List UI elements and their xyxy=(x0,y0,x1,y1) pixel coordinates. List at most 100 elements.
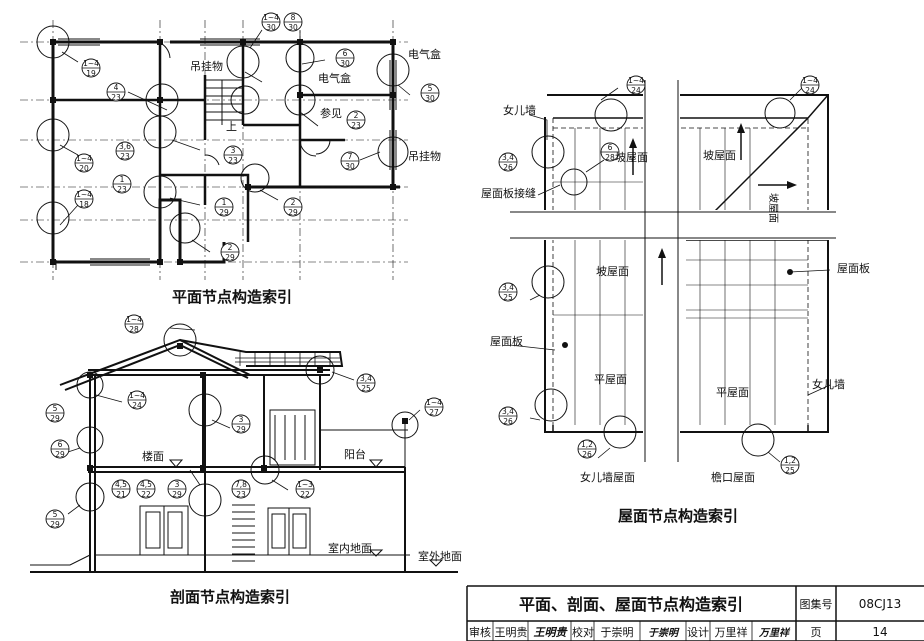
plan-index-14: 129 xyxy=(214,197,234,217)
roof-label-panel-left: 屋面板 xyxy=(490,334,523,348)
section-index-6-sheet: 29 xyxy=(236,425,246,434)
plan-index-6: 423 xyxy=(106,82,126,102)
plan-index-10-detail: 7 xyxy=(348,152,353,161)
plan-index-8-sheet: 23 xyxy=(120,152,130,161)
plan-index-1-detail: 1~4 xyxy=(83,59,99,68)
section-index-11-sheet: 23 xyxy=(236,490,246,499)
plan-index-8: 3,623 xyxy=(115,141,135,161)
title-block xyxy=(466,585,924,641)
title-block-designer: 万里祥 xyxy=(715,625,748,639)
section-index-10-detail: 3 xyxy=(175,480,180,489)
plan-label-elec-box-a: 电气盒 xyxy=(408,47,441,61)
roof-index-3-sheet: 26 xyxy=(503,163,513,172)
section-index-12: 1~322 xyxy=(295,479,315,499)
section-index-10: 329 xyxy=(167,479,187,499)
roof-label-flat-b: 平屋面 xyxy=(716,386,749,399)
plan-index-9: 323 xyxy=(223,145,243,165)
title-block-reviewer-signature: 王明贵 xyxy=(534,626,569,639)
roof-index-2: 1~424 xyxy=(800,75,820,95)
plan-index-3: 830 xyxy=(283,12,303,32)
roof-index-5-detail: 3,4 xyxy=(502,283,514,292)
plan-index-13-detail: 1~4 xyxy=(76,190,92,199)
plan-index-10: 730 xyxy=(340,151,360,171)
plan-index-4: 630 xyxy=(335,48,355,68)
plan-label-hanger-a: 吊挂物 xyxy=(190,59,223,73)
plan-index-4-sheet: 30 xyxy=(340,59,350,68)
section-index-2-detail: 3,4 xyxy=(360,374,372,383)
section-index-symbols: 1~4283,4251~4245291~4273296294,5214,5223… xyxy=(45,314,444,529)
roof-index-8-sheet: 25 xyxy=(785,466,795,475)
plan-index-9-detail: 3 xyxy=(231,146,236,155)
title-block-atlas-no: 08CJ13 xyxy=(859,597,901,611)
roof-index-7-detail: 1,2 xyxy=(581,440,593,449)
plan-index-15-sheet: 29 xyxy=(288,208,298,217)
roof-label-parapet-roof: 女儿墙屋面 xyxy=(580,470,635,484)
section-label-balcony: 阳台 xyxy=(344,447,366,461)
plan-index-16-sheet: 29 xyxy=(225,253,235,262)
roof-index-8: 1,225 xyxy=(780,455,800,475)
section-index-2-sheet: 25 xyxy=(361,384,371,393)
title-block-design-label: 设计 xyxy=(687,626,709,639)
plan-index-2-detail: 1~4 xyxy=(263,13,279,22)
plan-index-13-sheet: 18 xyxy=(79,200,89,209)
roof-label-panel-right: 屋面板 xyxy=(837,261,870,275)
plan-index-13: 1~418 xyxy=(74,189,94,209)
title-block-review-label: 审核 xyxy=(469,625,491,639)
section-index-11-detail: 7,8 xyxy=(235,480,247,489)
roof-index-5-sheet: 25 xyxy=(503,293,513,302)
plan-label-elec-box-b: 电气盒 xyxy=(318,71,351,85)
section-index-7-detail: 6 xyxy=(58,440,63,449)
title-block-page-label: 页 xyxy=(811,626,822,639)
section-label-outdoor: 室外地面 xyxy=(418,549,462,563)
section-index-8-sheet: 21 xyxy=(116,490,126,499)
plan-index-12-sheet: 23 xyxy=(117,185,127,194)
plan-index-6-sheet: 23 xyxy=(111,93,121,102)
section-index-4-detail: 5 xyxy=(53,404,58,413)
plan-index-7-sheet: 23 xyxy=(351,121,361,130)
plan-index-10-sheet: 30 xyxy=(345,162,355,171)
roof-label-eave-roof: 檐口屋面 xyxy=(711,470,755,484)
title-block-page-no: 14 xyxy=(872,625,887,639)
section-title: 剖面节点构造索引 xyxy=(170,588,290,606)
roof-index-4-detail: 6 xyxy=(608,143,613,152)
plan-index-11-sheet: 20 xyxy=(79,164,89,173)
roof-index-1: 1~424 xyxy=(626,75,646,95)
section-index-8-detail: 4,5 xyxy=(115,480,127,489)
section-index-4: 529 xyxy=(45,403,65,423)
title-block-reviewer: 王明贵 xyxy=(495,626,528,639)
section-index-13-sheet: 29 xyxy=(50,520,60,529)
plan-index-6-detail: 4 xyxy=(114,83,119,92)
plan-index-15: 229 xyxy=(283,197,303,217)
plan-index-4-detail: 6 xyxy=(343,49,348,58)
roof-label-slope-c: 坡屋面 xyxy=(596,265,629,278)
roof-index-4-sheet: 28 xyxy=(605,153,615,162)
plan-index-9-sheet: 23 xyxy=(228,156,238,165)
section-index-9: 4,522 xyxy=(136,479,156,499)
plan-index-5: 530 xyxy=(420,83,440,103)
roof-index-2-detail: 1~4 xyxy=(802,76,818,85)
plan-label-up: 上 xyxy=(226,120,237,133)
section-label-floor: 楼面 xyxy=(142,449,164,463)
roof-index-7: 1,226 xyxy=(577,439,597,459)
title-block-designer-signature: 万里祥 xyxy=(758,627,791,639)
plan-index-1: 1~419 xyxy=(81,58,101,78)
plan-index-12: 123 xyxy=(112,174,132,194)
plan-index-16: 229 xyxy=(220,242,240,262)
section-index-7-sheet: 29 xyxy=(55,450,65,459)
section-index-9-detail: 4,5 xyxy=(140,480,152,489)
section-index-1-sheet: 28 xyxy=(129,325,139,334)
roof-index-5: 3,425 xyxy=(498,282,518,302)
plan-index-1-sheet: 19 xyxy=(86,69,96,78)
plan-index-3-detail: 8 xyxy=(291,13,296,22)
roof-label-parapet-top: 女儿墙 xyxy=(503,103,536,117)
section-index-5-sheet: 27 xyxy=(429,408,439,417)
title-block-title: 平面、剖面、屋面节点构造索引 xyxy=(519,595,743,614)
section-index-11: 7,823 xyxy=(231,479,251,499)
roof-index-8-detail: 1,2 xyxy=(784,456,796,465)
roof-label-slope-b: 坡屋面 xyxy=(703,149,736,162)
section-index-1: 1~428 xyxy=(124,314,144,334)
